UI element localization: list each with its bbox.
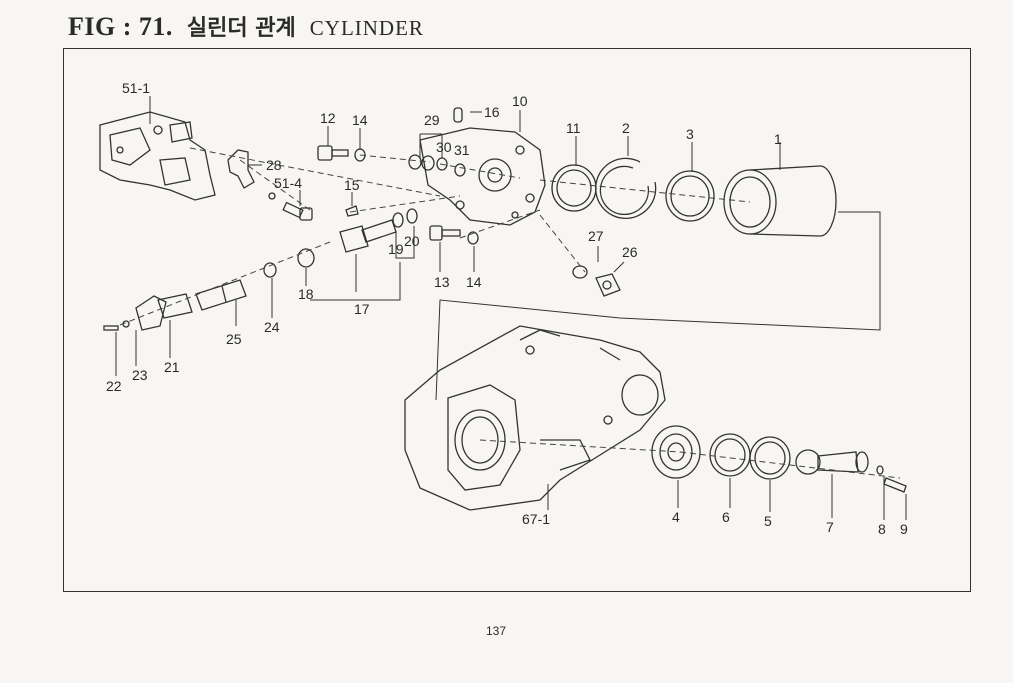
screw-15 <box>345 205 359 217</box>
callout-3: 3 <box>686 126 694 142</box>
callout-27: 27 <box>588 228 604 244</box>
ring-6 <box>709 433 751 477</box>
piston-rod-7 <box>795 449 869 475</box>
page-number: 137 <box>486 624 507 638</box>
callout-20: 20 <box>404 233 420 249</box>
flange-21 <box>135 293 193 331</box>
pin-8 <box>876 465 884 475</box>
fitting-26 <box>595 273 621 297</box>
bolt-12 <box>317 145 349 161</box>
callout-14-bottom: 14 <box>466 274 482 290</box>
housing-fragment-left <box>99 111 216 201</box>
callout-26: 26 <box>622 244 638 260</box>
shaft-25 <box>195 279 247 311</box>
callout-21: 21 <box>164 359 180 375</box>
callout-12: 12 <box>320 110 336 126</box>
bolt-13 <box>429 225 461 241</box>
ring-5 <box>749 436 791 480</box>
ring-3 <box>665 170 715 222</box>
nut-18 <box>297 248 315 268</box>
callout-67-1: 67-1 <box>522 511 550 527</box>
title-korean: 실린더 관계 <box>186 16 296 41</box>
title-english: CYLINDER <box>309 16 424 40</box>
snap-ring-2 <box>595 157 657 220</box>
washer-23 <box>122 320 130 328</box>
callout-17: 17 <box>354 301 370 317</box>
cylinder-sleeve-1 <box>723 165 837 237</box>
callout-14-top: 14 <box>352 112 368 128</box>
callout-31: 31 <box>454 142 470 158</box>
callout-23: 23 <box>132 367 148 383</box>
callout-28: 28 <box>266 157 282 173</box>
callout-6: 6 <box>722 509 730 525</box>
piston-4 <box>651 425 701 479</box>
callout-29: 29 <box>424 112 440 128</box>
alignment-lines <box>119 147 901 479</box>
callout-16: 16 <box>484 104 500 120</box>
callout-8: 8 <box>878 521 886 537</box>
callout-19: 19 <box>388 241 404 257</box>
callout-10: 10 <box>512 93 528 109</box>
callout-13: 13 <box>434 274 450 290</box>
cover-plate-10 <box>419 127 546 226</box>
bolt-51-4 <box>268 192 313 221</box>
diagram-frame <box>63 48 971 592</box>
cotter-9 <box>883 477 907 493</box>
callout-7: 7 <box>826 519 834 535</box>
callout-1: 1 <box>774 131 782 147</box>
screw-22 <box>103 325 119 331</box>
callout-15: 15 <box>344 177 360 193</box>
callout-5: 5 <box>764 513 772 529</box>
callout-51-4: 51-4 <box>274 175 302 191</box>
figure-number: FIG : 71. <box>68 12 173 41</box>
washer-14-bottom <box>467 231 479 245</box>
callout-4: 4 <box>672 509 680 525</box>
callout-25: 25 <box>226 331 242 347</box>
figure-title: FIG : 71. 실린더 관계 CYLINDER <box>68 10 424 44</box>
callout-30: 30 <box>436 139 452 155</box>
callout-22: 22 <box>106 378 122 394</box>
nipple-16 <box>453 107 463 123</box>
ring-11 <box>551 164 597 212</box>
callout-51-1: 51-1 <box>122 80 150 96</box>
callout-18: 18 <box>298 286 314 302</box>
main-housing-67-1 <box>404 325 666 511</box>
pins-29-30-31 <box>408 154 466 177</box>
leader-lines <box>115 96 907 520</box>
nut-24 <box>263 262 277 278</box>
callout-2: 2 <box>622 120 630 136</box>
bracket-28 <box>227 149 255 189</box>
callout-24: 24 <box>264 319 280 335</box>
callout-11: 11 <box>566 120 581 136</box>
callout-9: 9 <box>900 521 908 537</box>
